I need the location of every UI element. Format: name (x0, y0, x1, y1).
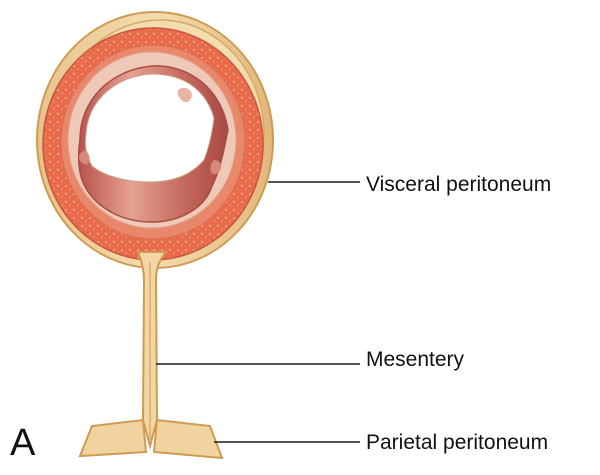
lumen (79, 66, 228, 222)
label-visceral-peritoneum: Visceral peritoneum (366, 174, 551, 195)
panel-letter: A (10, 424, 35, 462)
mesentery (138, 252, 166, 446)
label-mesentery: Mesentery (366, 349, 464, 370)
label-parietal-peritoneum: Parietal peritoneum (366, 432, 548, 453)
